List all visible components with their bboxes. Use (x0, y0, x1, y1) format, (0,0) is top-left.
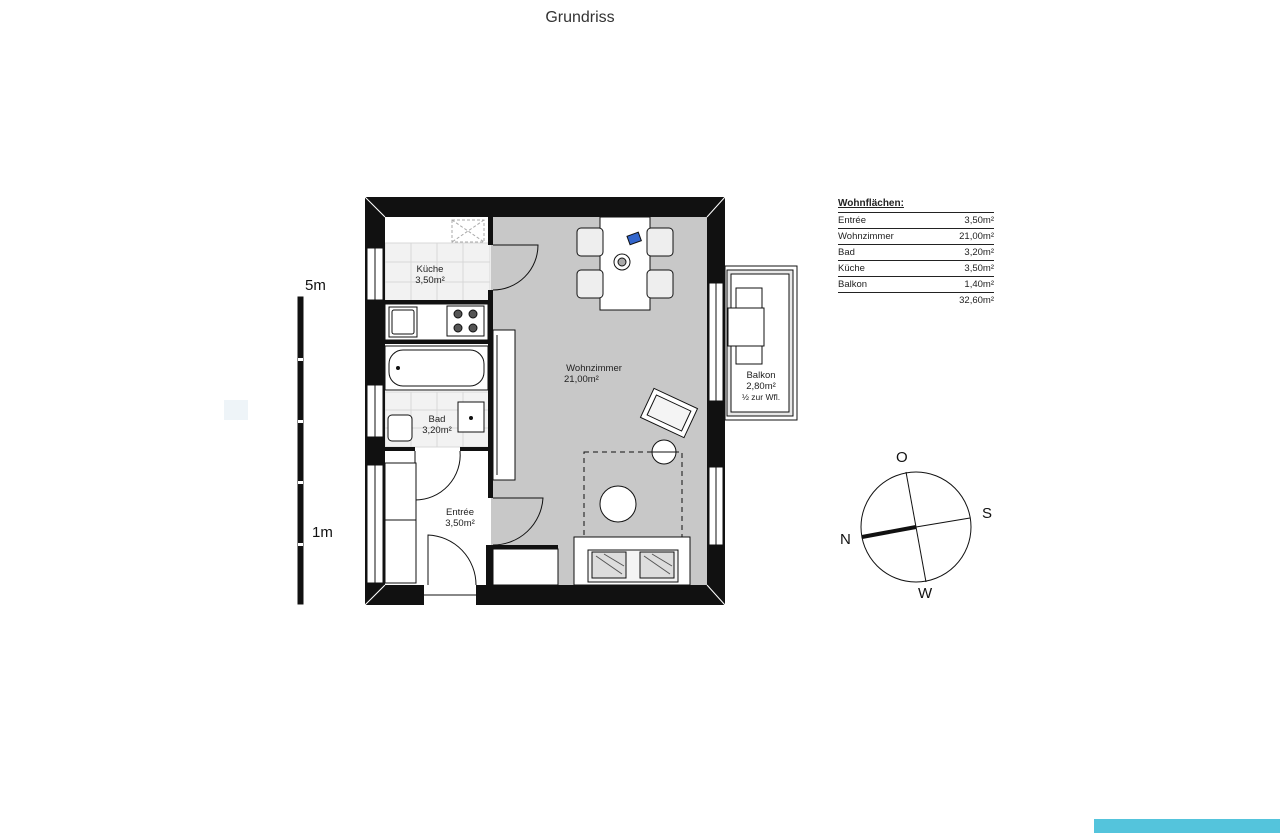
dining-set (576, 216, 674, 311)
wall-bevels (364, 196, 726, 606)
room-wohnzimmer-name: Wohnzimmer (566, 363, 622, 374)
area-row-label: Küche (838, 263, 865, 274)
room-balkon-name: Balkon (746, 370, 776, 381)
right-windows (708, 282, 724, 546)
page-title: Grundriss (545, 9, 615, 26)
room-entree: Entrée 3,50m² (432, 507, 488, 529)
room-kueche-name: Küche (416, 264, 444, 275)
compass-label-east: O (896, 449, 908, 466)
compass-rose (860, 471, 972, 583)
interior-walls (385, 217, 558, 585)
compass-label-south: S (982, 505, 993, 522)
bath-fixtures (384, 345, 489, 442)
room-balkon-area: 2,80m² (746, 381, 776, 392)
room-wohnzimmer: Wohnzimmer 21,00m² (556, 363, 632, 385)
accent-bar (1094, 819, 1280, 833)
area-row-value: 3,20m² (964, 247, 994, 258)
sofa (573, 536, 691, 586)
area-table: Wohnflächen: Entrée 3,50m² Wohnzimmer 21… (838, 198, 994, 308)
area-row-value: 21,00m² (959, 231, 994, 242)
area-row: Bad 3,20m² (838, 244, 994, 260)
door-swings (414, 244, 544, 546)
compass-label-west: W (918, 585, 933, 602)
scale-label-5m: 5m (305, 277, 326, 294)
scroll-marker (224, 400, 248, 420)
room-wohnzimmer-area: 21,00m² (564, 374, 599, 385)
area-row-label: Balkon (838, 279, 868, 290)
kitchen-fixtures (384, 219, 489, 341)
area-row-value: 3,50m² (964, 215, 994, 226)
kitchen-tiles (384, 242, 491, 302)
balcony (724, 265, 798, 421)
area-row-label: Wohnzimmer (838, 231, 894, 242)
scale-bar (297, 296, 304, 605)
entry-door (424, 534, 477, 596)
room-kueche: Küche 3,50m² (400, 264, 460, 286)
scale-label-1m: 1m (312, 524, 333, 541)
tv-unit (492, 329, 516, 481)
room-balkon: Balkon 2,80m² ½ zur Wfl. (728, 370, 794, 403)
area-row: Küche 3,50m² (838, 260, 994, 276)
compass-label-north: N (840, 531, 851, 548)
area-total-row: 32,60m² (838, 292, 994, 308)
area-row-value: 1,40m² (964, 279, 994, 290)
room-kueche-area: 3,50m² (415, 275, 445, 286)
area-row: Wohnzimmer 21,00m² (838, 228, 994, 244)
room-bad-area: 3,20m² (422, 425, 452, 436)
area-row-label: Bad (838, 247, 855, 258)
area-table-header: Wohnflächen: (838, 198, 904, 209)
armchair (639, 387, 699, 465)
area-row-value: 3,50m² (964, 263, 994, 274)
left-windows (366, 247, 384, 584)
area-row: Entrée 3,50m² (838, 212, 994, 228)
room-entree-area: 3,50m² (445, 518, 475, 529)
room-bad: Bad 3,20m² (414, 414, 460, 436)
area-total-value: 32,60m² (959, 295, 994, 306)
room-bad-name: Bad (428, 414, 446, 425)
area-row-label: Entrée (838, 215, 866, 226)
room-balkon-note: ½ zur Wfl. (741, 392, 781, 402)
room-entree-name: Entrée (446, 507, 474, 518)
area-row: Balkon 1,40m² (838, 276, 994, 292)
entry-cabinets (384, 462, 559, 586)
